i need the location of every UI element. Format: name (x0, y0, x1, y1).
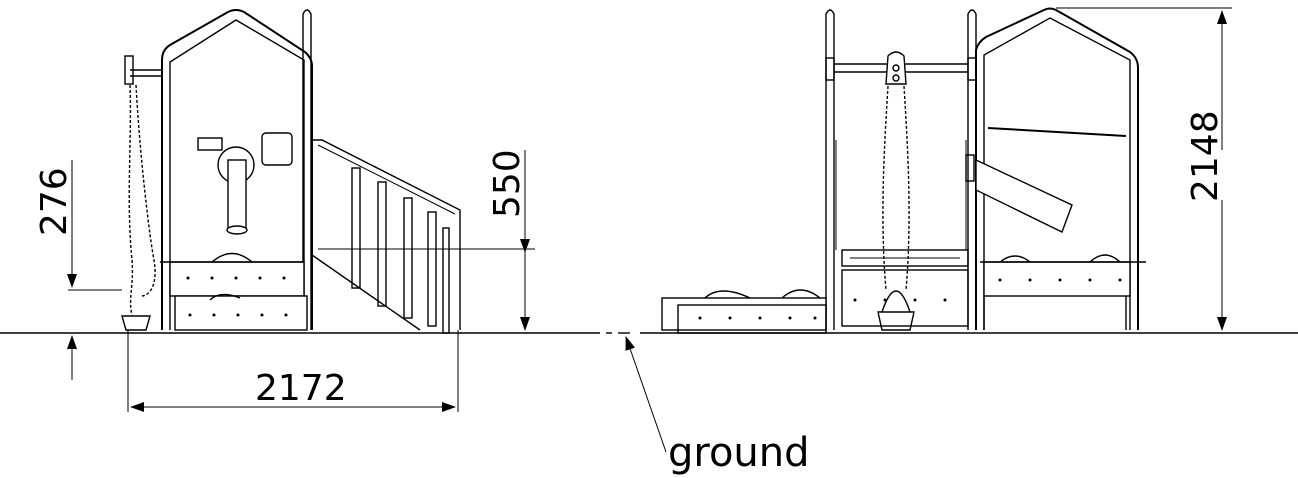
dimension-550: 550 (318, 149, 535, 331)
ground-label-group: ground (625, 336, 810, 476)
dimension-2172: 2172 (127, 330, 459, 412)
dimension-276: 276 (34, 160, 122, 380)
dimension-2148-label: 2148 (1185, 110, 1226, 202)
left-side-view (121, 9, 461, 334)
dimension-2172-label: 2172 (255, 368, 347, 409)
dimension-276-label: 276 (34, 167, 75, 236)
dimension-550-label: 550 (487, 149, 528, 218)
dimension-2148: 2148 (1056, 7, 1232, 331)
ground-label: ground (668, 430, 810, 476)
right-front-view (661, 7, 1146, 334)
